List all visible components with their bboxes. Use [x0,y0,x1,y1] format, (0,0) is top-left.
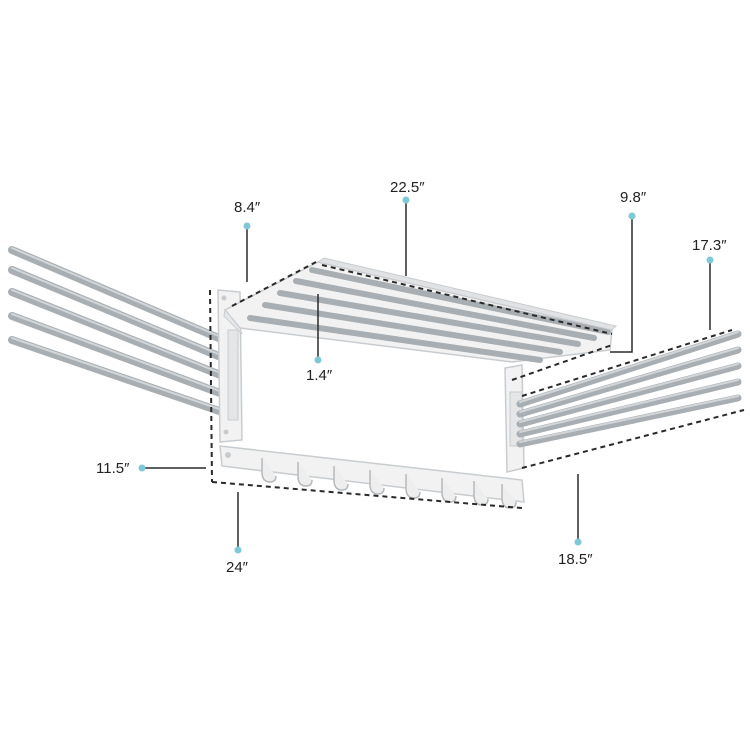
hook [501,484,517,509]
right-rod [516,362,742,428]
right-rod [516,394,742,448]
dash-top-width [321,264,613,335]
label-right-arm-length: 17.3″ [692,237,727,254]
dot-8-4 [243,222,251,230]
hook-rail [219,445,525,509]
dot-22-5 [402,196,410,204]
dot-9-8 [628,212,636,220]
left-rod [8,312,232,400]
dot-1-4 [314,356,322,364]
hooks [261,458,517,509]
label-right-arm-span: 18.5″ [558,551,593,568]
top-shelf [223,257,617,363]
left-rod [8,288,232,382]
dimension-labels: 8.4″ 22.5″ 9.8″ 1.4″ 17.3″ 11.5″ 24″ 18.… [96,179,727,576]
right-wall-bracket [504,364,525,473]
left-rod [8,246,232,346]
right-arm-rods [516,330,742,448]
dimension-outlines [209,261,745,509]
label-top-depth: 8.4″ [234,199,261,216]
left-rod [8,266,232,364]
right-rod [516,330,742,408]
leaders [144,202,711,548]
dot-17-3 [706,256,714,264]
label-rod-gap: 1.4″ [306,367,333,384]
leader-dots [138,196,714,554]
left-arm-rods [8,246,232,418]
right-rod [516,378,742,438]
hook [333,466,349,491]
label-frame-height: 11.5″ [96,460,130,477]
label-top-width: 22.5″ [390,179,425,196]
dot-24 [234,546,242,554]
hook [369,470,385,495]
leader-9-8 [610,218,633,353]
dash-right-arm-bottom [521,409,745,469]
dash-top-left-depth [231,261,317,307]
dot-11-5 [138,464,146,472]
hook [297,462,313,487]
right-rod [516,346,742,418]
label-top-right-depth: 9.8″ [620,189,647,206]
dash-bottom-width [211,481,523,509]
hook [261,458,277,483]
label-frame-width: 24″ [226,559,249,576]
dash-right-arm-top [521,329,733,397]
dot-18-5 [574,538,582,546]
shelf-rods [247,267,611,363]
left-rod [8,336,232,418]
